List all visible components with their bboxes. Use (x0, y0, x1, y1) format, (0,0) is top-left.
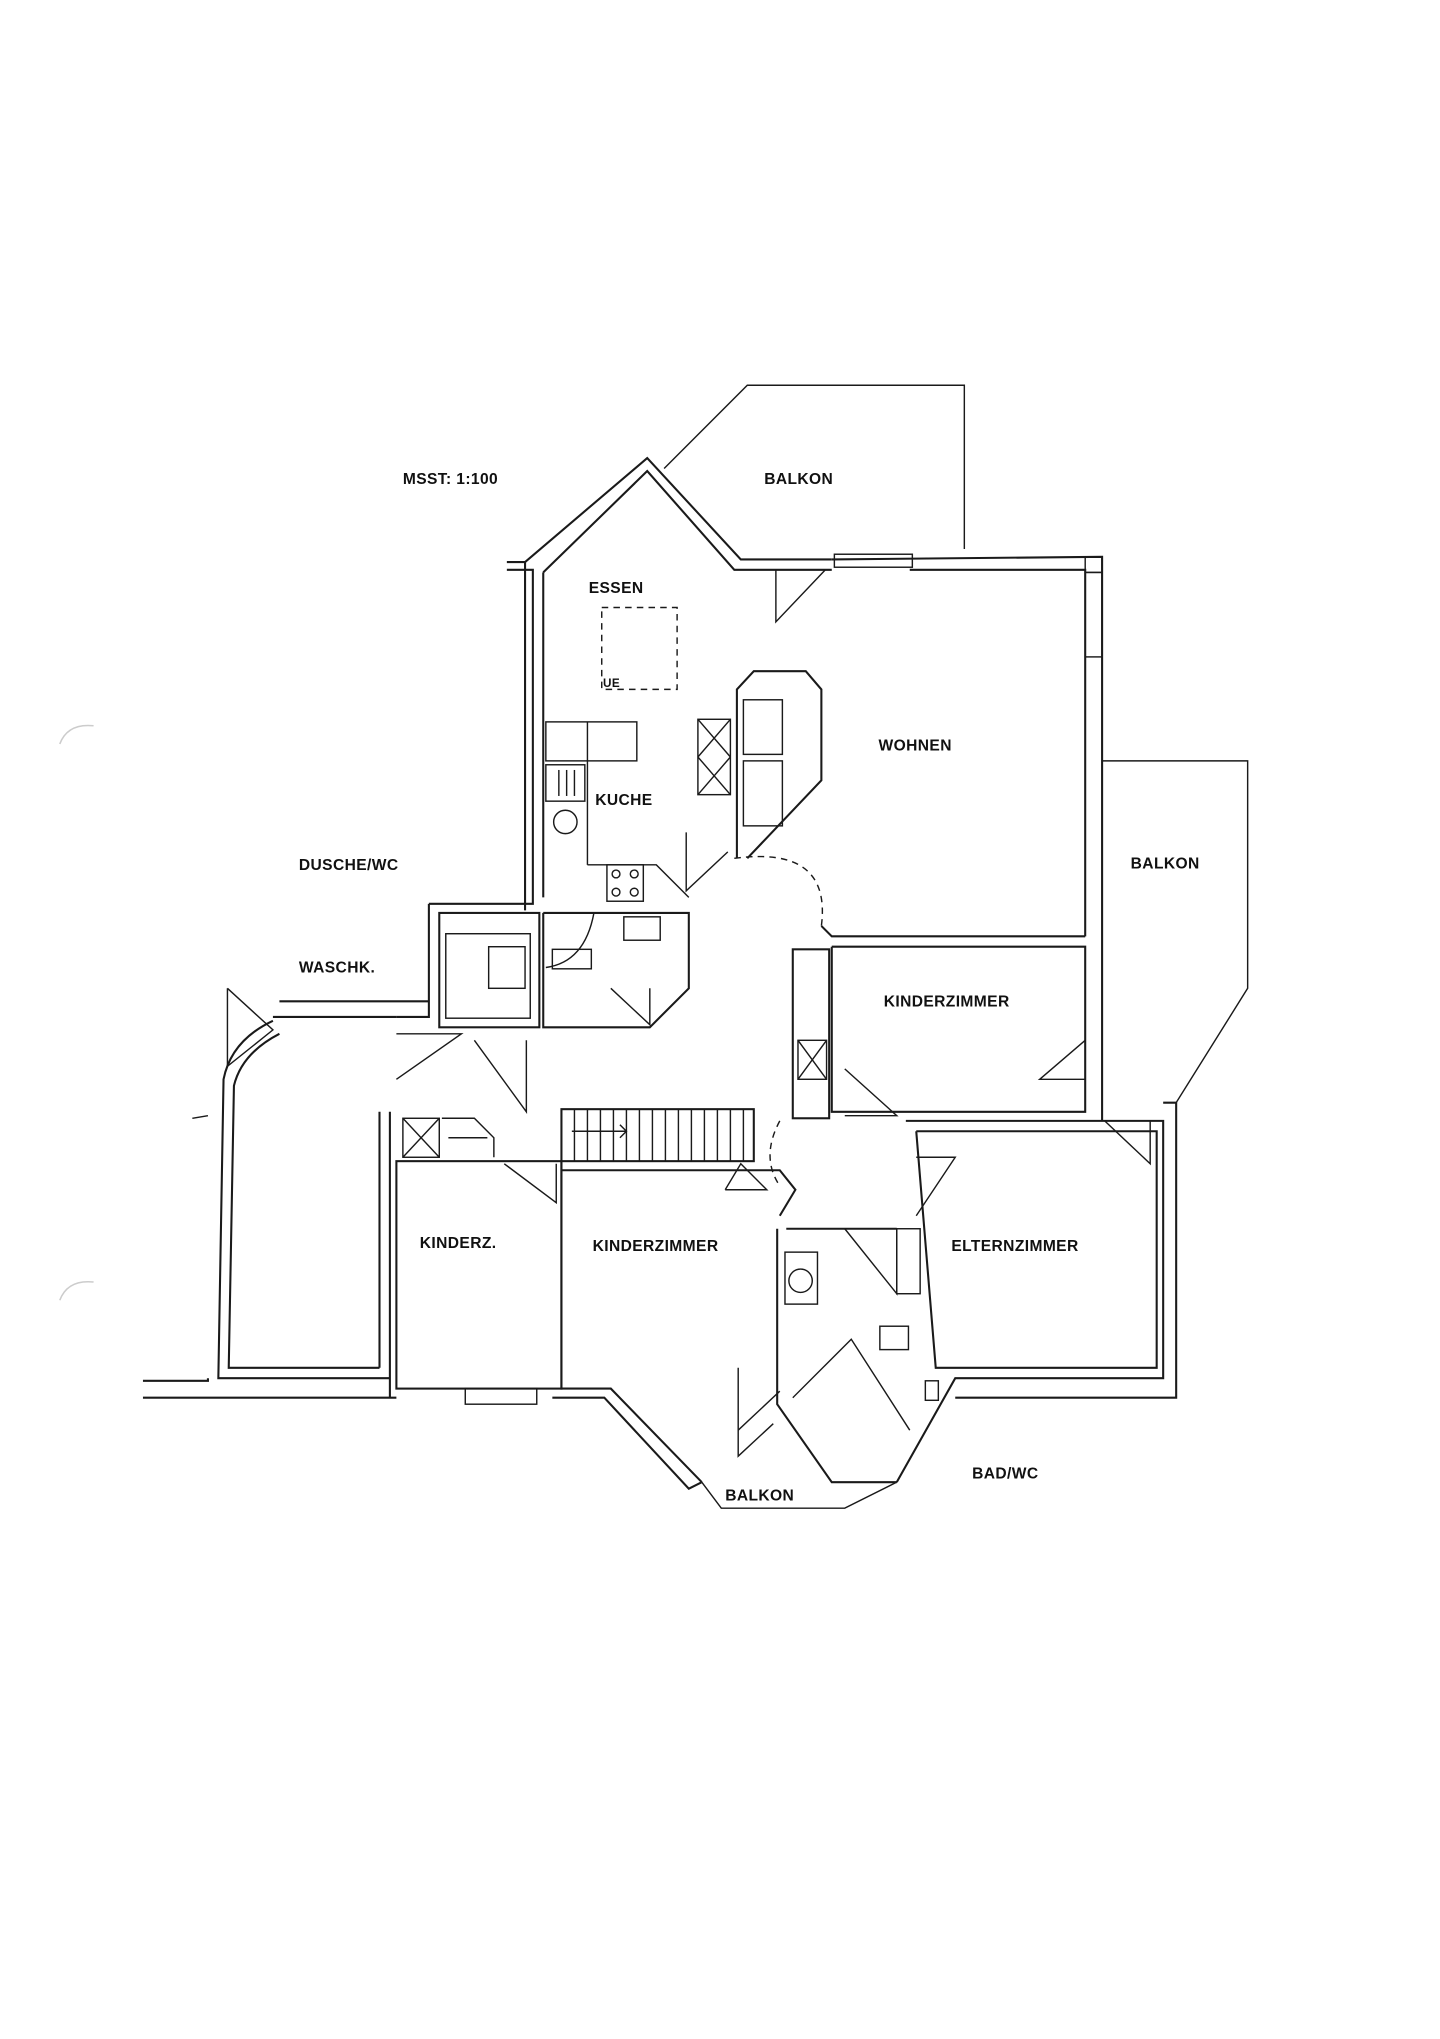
label-wohnen: WOHNEN (879, 737, 952, 754)
label-balkon-top: BALKON (764, 471, 833, 488)
scale-label: MSST: 1:100 (403, 471, 498, 488)
label-balkon-bottom: BALKON (725, 1487, 794, 1504)
label-bad-wc: BAD/WC (972, 1465, 1038, 1482)
punch-hole-top (59, 724, 94, 745)
walls (142, 384, 1249, 1509)
label-kinderz: KINDERZ. (420, 1235, 497, 1252)
label-balkon-right: BALKON (1131, 856, 1200, 873)
label-kinderzimmer-upper: KINDERZIMMER (884, 994, 1010, 1011)
sink-icon (552, 809, 578, 835)
room-labels: MSST: 1:100 BALKON ESSEN UE KUCHE WOHNEN… (299, 471, 1200, 1504)
label-table-mark: UE (603, 677, 620, 690)
dining-table (601, 606, 678, 691)
label-essen: ESSEN (589, 580, 644, 597)
label-dusche-wc: DUSCHE/WC (299, 857, 399, 874)
punch-hole-bottom (59, 1280, 94, 1301)
label-waschk: WASCHK. (299, 960, 375, 977)
label-kueche: KUCHE (595, 792, 652, 809)
label-kinderzimmer-lower: KINDERZIMMER (593, 1238, 719, 1255)
label-elternzimmer: ELTERNZIMMER (951, 1238, 1078, 1255)
